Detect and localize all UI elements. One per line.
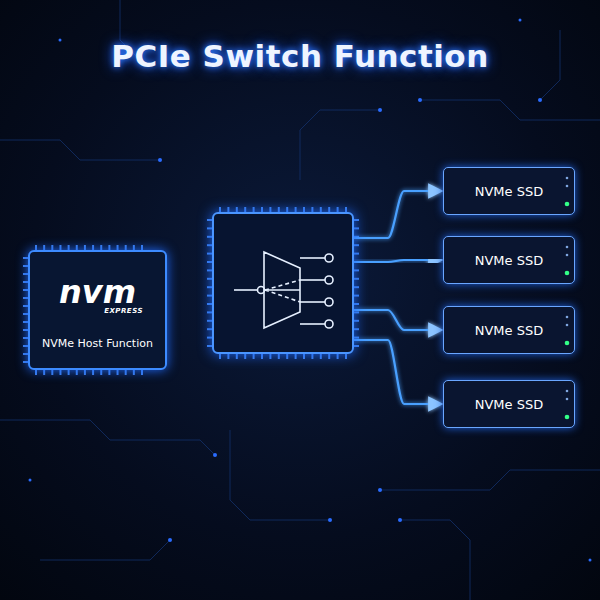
connector-arrow [354,260,442,262]
ssd-led [563,241,571,281]
logo-text: nvm [59,276,136,308]
nvme-host-chip: nvmEXPRESS NVMe Host Function [28,250,167,370]
node-label: NVMe SSD [475,323,543,338]
node-label: NVMe Host Function [42,337,153,350]
trace-dots [29,19,592,562]
ssd-led [563,172,571,212]
node-label: NVMe SSD [475,184,543,199]
node-label: NVMe SSD [475,397,543,412]
ssd-box: NVMe SSD [443,167,575,215]
diagram-title: PCIe Switch Function [0,38,600,74]
logo-subtext: EXPRESS [104,307,143,315]
ssd-led [563,311,571,351]
chip-pins [23,207,359,375]
title-underline [200,89,400,91]
ssd-box: NVMe SSD [443,236,575,284]
pcie-switch-chip [212,212,354,354]
connector-arrow [354,340,442,404]
connector-arrow [354,191,442,238]
connector-arrow [167,295,211,297]
mux-symbol [214,214,352,352]
connector-arrow [354,310,442,330]
node-label: NVMe SSD [475,253,543,268]
ssd-box: NVMe SSD [443,306,575,354]
ssd-box: NVMe SSD [443,380,575,428]
ssd-led [563,385,571,425]
